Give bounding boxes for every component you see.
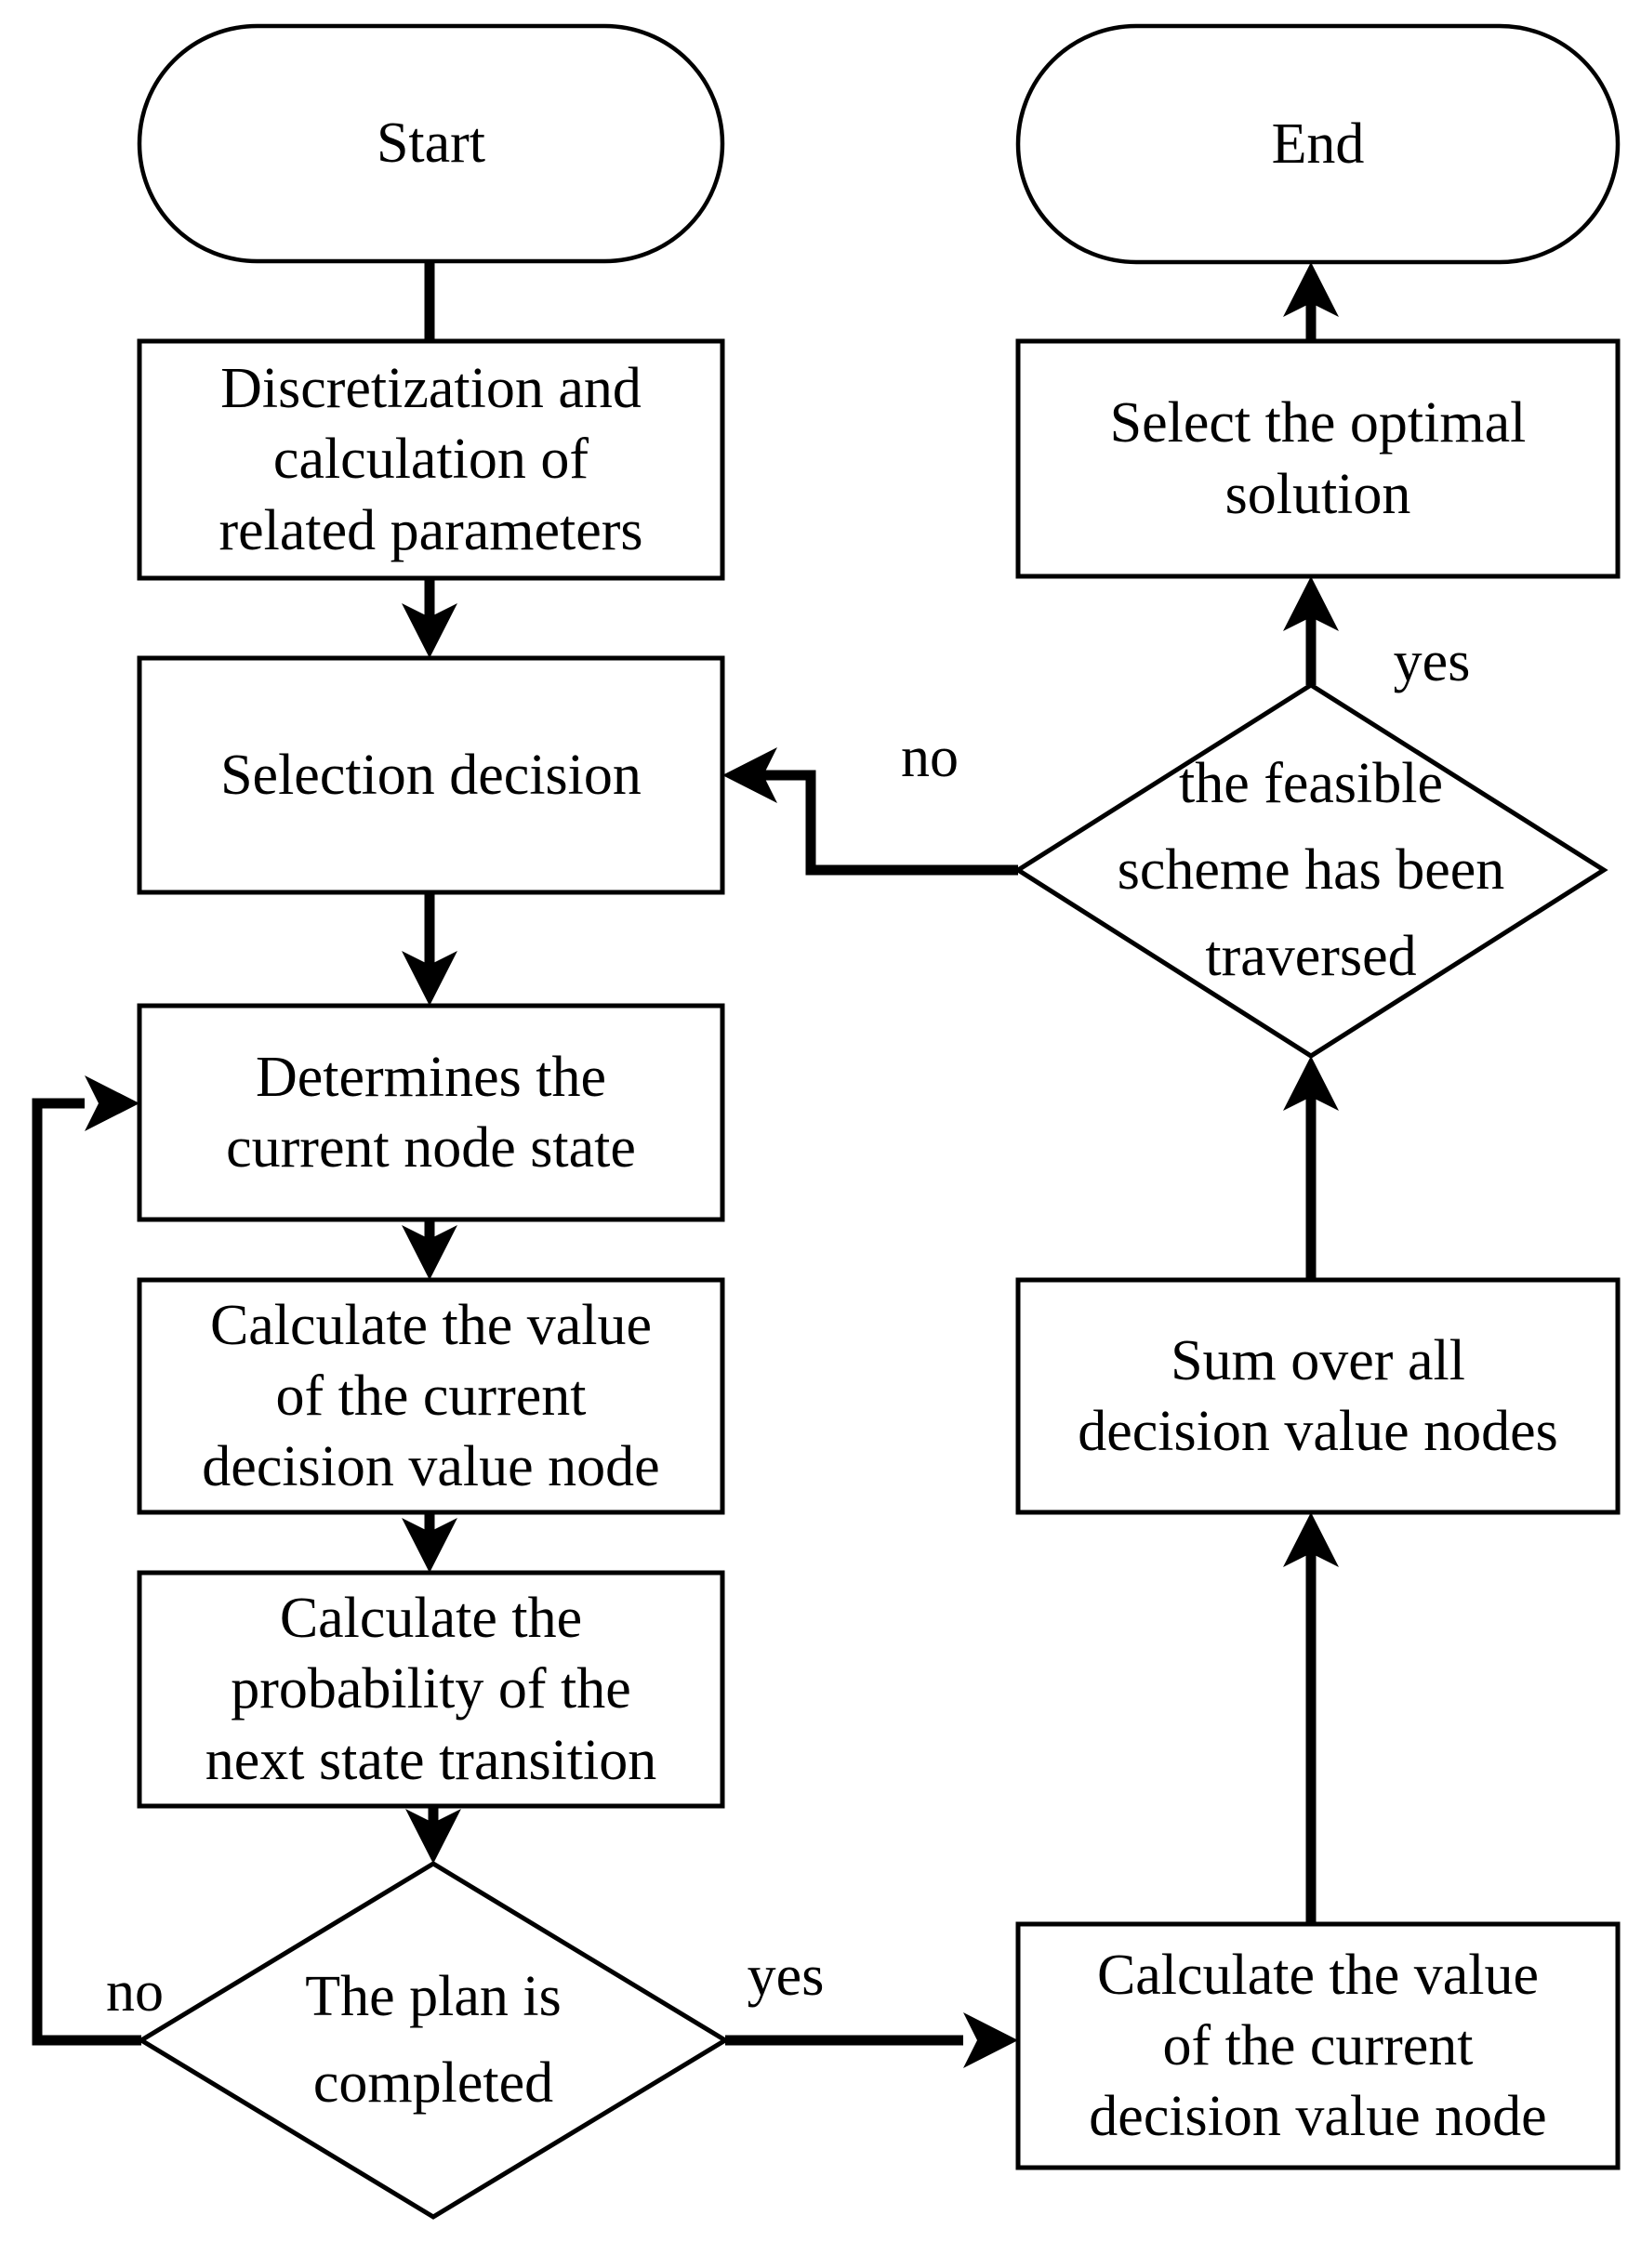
calc-current-value-process-shape xyxy=(137,1277,725,1515)
determine-state-process-shape xyxy=(137,1003,725,1222)
sum-decision-nodes-process-shape xyxy=(1015,1277,1621,1515)
feasible-traversed-decision-shape xyxy=(1013,682,1608,1059)
edge-feasible-no-to-selection xyxy=(722,747,1018,876)
selection-decision-process-shape xyxy=(137,655,725,895)
start-terminator-shape xyxy=(137,23,725,264)
select-optimal-process-shape xyxy=(1015,338,1621,579)
edge-selection-to-determines xyxy=(402,892,457,1006)
discretization-process-shape xyxy=(137,338,725,581)
calc-current-value-2-process-shape xyxy=(1015,1921,1621,2170)
edge-determines-to-calc-value xyxy=(402,1220,457,1280)
end-terminator-shape xyxy=(1015,23,1621,265)
edge-feasible-yes-to-select-optimal xyxy=(1283,576,1339,685)
edge-sum-to-feasible-diamond xyxy=(1283,1056,1339,1280)
edge-select-optimal-to-end xyxy=(1283,262,1339,341)
edge-calc-value-to-calc-prob xyxy=(402,1512,457,1573)
edge-calc-value-right-to-sum xyxy=(1283,1512,1339,1924)
edge-calc-prob-to-plan-diamond xyxy=(405,1806,461,1864)
plan-completed-decision-shape xyxy=(137,1861,730,2220)
calc-transition-prob-process-shape xyxy=(137,1570,725,1809)
edge-plan-no-loop-to-determines xyxy=(32,1075,141,2046)
edge-discretization-to-selection xyxy=(402,578,457,658)
edge-plan-yes-to-calc-value-right xyxy=(725,2012,1018,2068)
